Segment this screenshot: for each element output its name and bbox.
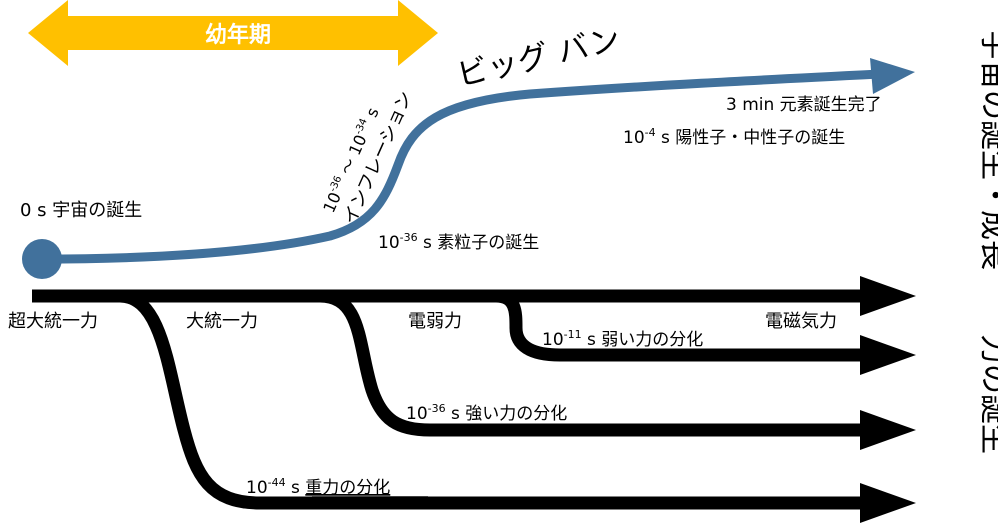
force-arrow-heads bbox=[860, 276, 916, 523]
strong-force-branch bbox=[319, 289, 880, 437]
weak-force-branch bbox=[495, 289, 880, 362]
strong-arrow-head bbox=[860, 410, 916, 450]
force-label-grand-unified: 大統一力 bbox=[186, 311, 258, 332]
event-nucleons: 10-4 s 陽性子・中性子の誕生 bbox=[623, 126, 845, 148]
big-bang-title: ビッグ バン bbox=[454, 21, 624, 94]
origin-label: 0 s 宇宙の誕生 bbox=[20, 200, 142, 221]
force-label-electromagnetic: 電磁気力 bbox=[765, 311, 837, 332]
universe-expansion-arrow bbox=[39, 69, 881, 264]
force-lines bbox=[32, 289, 880, 510]
split-gravity: 10-44 s 重力の分化 bbox=[246, 476, 390, 498]
split-weak-force: 10-11 s 弱い力の分化 bbox=[542, 328, 703, 350]
force-label-electroweak: 電弱力 bbox=[408, 311, 462, 332]
weak-arrow-head bbox=[860, 335, 916, 375]
side-label-forces: 力の誕生 bbox=[976, 334, 998, 454]
electromagnetic-arrow-head bbox=[860, 276, 916, 316]
force-label-super-unified: 超大統一力 bbox=[8, 311, 98, 332]
event-elements: 3 min 元素誕生完了 bbox=[726, 95, 882, 115]
origin-dot bbox=[22, 239, 62, 279]
gravity-arrow-head bbox=[860, 483, 916, 523]
era-label: 幼年期 bbox=[205, 22, 271, 48]
split-strong-force: 10-36 s 強い力の分化 bbox=[406, 402, 567, 424]
side-label-universe: 宇宙の誕生・成長 bbox=[976, 30, 998, 270]
universe-arrow-head bbox=[870, 58, 915, 94]
event-elementary-particles: 10-36 s 素粒子の誕生 bbox=[378, 231, 539, 253]
era-double-arrow bbox=[28, 0, 438, 66]
gravity-branch bbox=[119, 289, 880, 510]
